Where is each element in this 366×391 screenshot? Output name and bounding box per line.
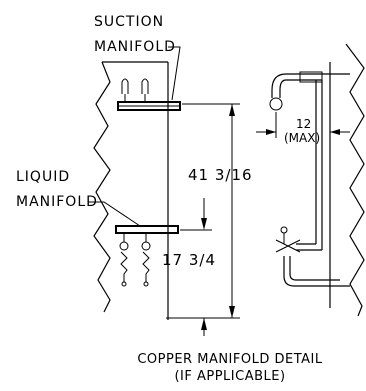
lower-dimension-text: 17 3/4 — [162, 251, 216, 269]
left-wall-break-line — [93, 61, 111, 313]
caption-line2: (IF APPLICABLE) — [174, 369, 285, 384]
overall-dimension-text: 41 3/16 — [188, 166, 253, 184]
suction-pipe-side — [269, 71, 350, 250]
caption-line1: COPPER MANIFOLD DETAIL — [137, 352, 323, 367]
lower-dimension-line — [201, 198, 207, 336]
liquid-label-line2: MANIFOLD — [16, 194, 98, 210]
offset-dimension — [256, 112, 350, 138]
offset-note-text: (MAX) — [284, 131, 320, 145]
suction-label-line1: SUCTION — [94, 14, 164, 30]
liquid-pipe-side — [275, 226, 350, 287]
liquid-manifold-header — [115, 225, 179, 234]
right-wall-break-line — [345, 43, 365, 317]
liquid-label-line1: LIQUID — [16, 169, 70, 185]
offset-value-text: 12 — [296, 117, 311, 131]
liquid-fittings — [119, 233, 151, 287]
suction-label-line2: MANIFOLD — [94, 39, 176, 55]
liquid-leader — [88, 201, 141, 227]
overall-dimension-line — [229, 104, 235, 318]
suction-fittings — [121, 78, 149, 102]
suction-leader — [168, 46, 181, 101]
